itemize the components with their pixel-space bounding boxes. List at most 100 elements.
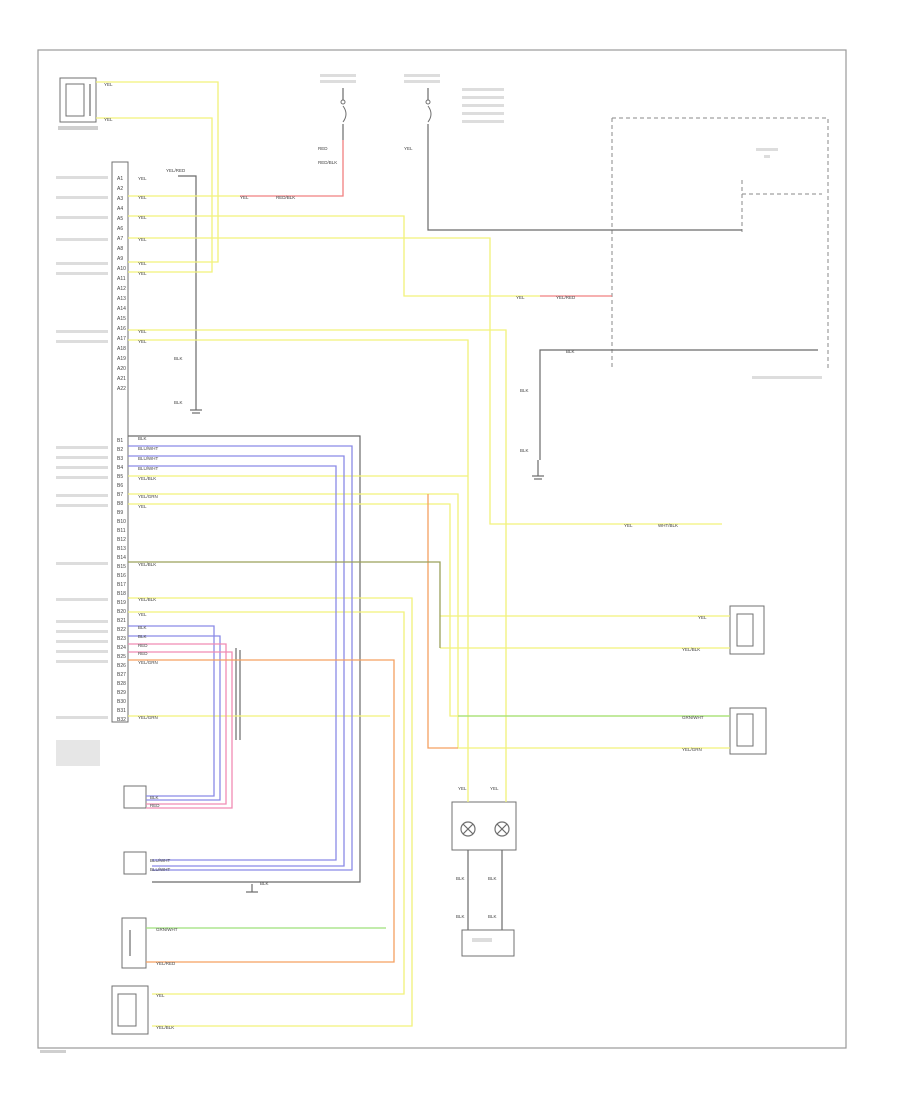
pin-label: B23 bbox=[117, 636, 126, 642]
pin-label: B22 bbox=[117, 627, 126, 633]
pin-label: A11 bbox=[117, 276, 126, 282]
wire-label: YEL/BLK bbox=[138, 562, 156, 567]
data-link-connector bbox=[611, 117, 829, 379]
ground-icon bbox=[190, 392, 202, 414]
orange-wires bbox=[128, 494, 458, 963]
green-wires bbox=[128, 561, 730, 929]
wire-label: YEL bbox=[104, 82, 113, 87]
pin-label: A4 bbox=[117, 206, 123, 212]
wire-label: YEL bbox=[624, 523, 633, 528]
pin-label: B1 bbox=[117, 438, 123, 444]
pin-label: A12 bbox=[117, 286, 126, 292]
pin-label: B30 bbox=[117, 699, 126, 705]
ground-icon bbox=[246, 884, 258, 893]
pin-label: B7 bbox=[117, 492, 123, 498]
pin-label: A5 bbox=[117, 216, 123, 222]
pink-wires bbox=[128, 643, 233, 809]
driver-inflator bbox=[461, 929, 515, 957]
wire-label: YEL bbox=[138, 329, 147, 334]
pin-label: B19 bbox=[117, 600, 126, 606]
right-satellite-sensor-connector bbox=[123, 785, 147, 875]
wire-label: YEL/RED bbox=[156, 961, 176, 966]
wire-label: YEL/BLK bbox=[156, 1025, 174, 1030]
corner-mark bbox=[40, 1050, 66, 1053]
wire-label: BLK bbox=[520, 448, 529, 453]
wire-label: BLU/WHT bbox=[150, 867, 171, 872]
fuse-terminal-icon bbox=[340, 99, 346, 105]
pin-label: B18 bbox=[117, 591, 126, 597]
airbag-control-module bbox=[56, 161, 129, 766]
red-wire bbox=[240, 140, 344, 197]
pin-label: B3 bbox=[117, 456, 123, 462]
pin-label: A8 bbox=[117, 246, 123, 252]
pin-label: B31 bbox=[117, 708, 126, 714]
pin-label: A9 bbox=[117, 256, 123, 262]
pin-label: B6 bbox=[117, 483, 123, 489]
pin-label: A20 bbox=[117, 366, 126, 372]
fuse-icon bbox=[342, 105, 347, 123]
pin-label: A16 bbox=[117, 326, 126, 332]
wire-label: BLK bbox=[174, 356, 183, 361]
pin-label: B15 bbox=[117, 564, 126, 570]
wire-label: RED bbox=[138, 651, 148, 656]
wire-label: YEL/GRN bbox=[682, 747, 702, 752]
pin-label: B27 bbox=[117, 672, 126, 678]
wire-label: YEL bbox=[240, 195, 249, 200]
driver-door-switch bbox=[729, 605, 765, 655]
wire-label: YEL bbox=[698, 615, 707, 620]
pin-label: B25 bbox=[117, 654, 126, 660]
wire-label: YEL bbox=[458, 786, 467, 791]
blue-wires bbox=[128, 445, 353, 871]
pin-label: B32 bbox=[117, 717, 126, 723]
wire-label: WHT/BLK bbox=[658, 523, 678, 528]
pin-label: B11 bbox=[117, 528, 126, 534]
wire-label: BLK bbox=[456, 914, 465, 919]
wire-label: YEL bbox=[138, 612, 147, 617]
wire-label: YEL bbox=[138, 176, 147, 181]
pin-label: A13 bbox=[117, 296, 126, 302]
ecu-pin-labels: A1 A2 A3 A4 A5 A6 A7 A8 A9 A10 A11 A12 A… bbox=[117, 176, 126, 723]
pin-label: A18 bbox=[117, 346, 126, 352]
pin-label: B14 bbox=[117, 555, 126, 561]
wire-label: BLU/WHT bbox=[138, 466, 159, 471]
fuse-terminal-icon bbox=[425, 99, 431, 105]
pin-label: B21 bbox=[117, 618, 126, 624]
pin-label: A17 bbox=[117, 336, 126, 342]
spiral-cable bbox=[451, 801, 517, 930]
pin-label: A14 bbox=[117, 306, 126, 312]
wire-label: BLK bbox=[260, 881, 269, 886]
wire-label: RED/BLK bbox=[276, 195, 295, 200]
wire-label: BLK bbox=[488, 876, 497, 881]
wire-label: BLK bbox=[174, 400, 183, 405]
wire-label: BLK bbox=[138, 436, 147, 441]
wire-label: BLK bbox=[566, 349, 575, 354]
passenger-inflator-connector bbox=[58, 77, 98, 130]
pin-label: A22 bbox=[117, 386, 126, 392]
yellow-wires bbox=[96, 81, 730, 1027]
wire-label: BLU/WHT bbox=[150, 858, 171, 863]
wire-label: YEL bbox=[516, 295, 525, 300]
pin-label: B9 bbox=[117, 510, 123, 516]
wire-label: YEL/BLK bbox=[138, 597, 156, 602]
pin-label: B2 bbox=[117, 447, 123, 453]
fuse-right bbox=[404, 74, 504, 136]
wire-label: YEL bbox=[404, 146, 413, 151]
diagram-frame bbox=[37, 49, 847, 1049]
black-wires bbox=[128, 136, 818, 883]
wire-label: YEL bbox=[104, 117, 113, 122]
wire-label: YEL/BLK bbox=[682, 647, 700, 652]
wire-label: YEL bbox=[138, 215, 147, 220]
pin-label: B17 bbox=[117, 582, 126, 588]
wire-label: YEL/RED bbox=[166, 168, 186, 173]
wire-label: BLK bbox=[456, 876, 465, 881]
pin-label: A19 bbox=[117, 356, 126, 362]
wire-label: YEL/RED bbox=[556, 295, 576, 300]
wire-label: BLK bbox=[150, 795, 159, 800]
ground-icon bbox=[532, 460, 544, 480]
pin-label: A1 bbox=[117, 176, 123, 182]
pin-label: B20 bbox=[117, 609, 126, 615]
pin-label: A3 bbox=[117, 196, 123, 202]
wire-label: YEL bbox=[138, 339, 147, 344]
pin-label: B5 bbox=[117, 474, 123, 480]
